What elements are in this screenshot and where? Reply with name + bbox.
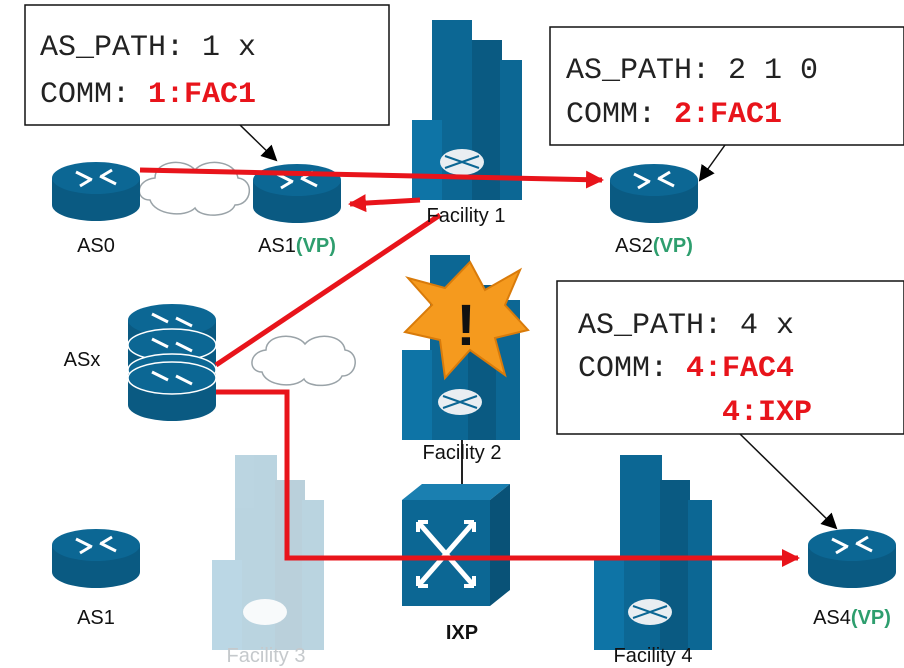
as4-label: AS4: [813, 607, 851, 629]
cloud-icon-middle: [251, 335, 356, 387]
router-as0-icon: [52, 162, 140, 221]
as2-vp-label: AS2(VP): [615, 235, 693, 257]
callout-as4-comm-value: 4:FAC4: [686, 352, 794, 386]
as1-bottom-label: AS1: [77, 607, 115, 629]
callout-as1-comm-value: 1:FAC1: [148, 78, 256, 112]
router-asx-stack-icon: [127, 304, 217, 421]
cloud-icon-top: [138, 161, 250, 216]
facility-3-label: Facility 3: [227, 645, 306, 667]
as4-vp-label: AS4(VP): [813, 607, 891, 629]
callout-box-as1: AS_PATH: 1 x COMM: 1:FAC1: [24, 4, 390, 126]
callout-as1-path: AS_PATH: 1 x: [40, 31, 256, 65]
as0-label: AS0: [77, 235, 115, 257]
svg-text:COMM: 1:FAC1: COMM: 1:FAC1: [40, 78, 256, 112]
facility-3-building-icon: [212, 455, 324, 650]
path-arrow-as0-to-as2: [139, 167, 604, 189]
router-as2-icon: [610, 164, 698, 223]
svg-text:COMM: 2:FAC1: COMM: 2:FAC1: [566, 98, 782, 132]
facility-2-label: Facility 2: [423, 442, 502, 464]
as1-vp-label: AS1(VP): [258, 235, 336, 257]
alert-explosion-icon: !: [403, 260, 530, 381]
callout-as4-pointer: [739, 433, 838, 530]
callout-as2-comm-prefix: COMM:: [566, 98, 674, 132]
callout-box-as4: AS_PATH: 4 x COMM: 4:FAC4 4:IXP: [556, 280, 904, 435]
callout-as2-path: AS_PATH: 2 1 0: [566, 54, 818, 88]
as1-vp-tag: (VP): [296, 235, 336, 257]
callout-as1-pointer: [239, 124, 278, 162]
callout-as2-pointer: [698, 144, 726, 182]
facility-1-label: Facility 1: [427, 205, 506, 227]
facility-1-building-icon: [412, 20, 522, 200]
ixp-switch-icon: [402, 484, 510, 606]
path-arrow-fac1-to-as1: [348, 194, 421, 213]
svg-text:COMM: 4:FAC4: COMM: 4:FAC4: [578, 352, 794, 386]
as2-vp-tag: (VP): [653, 235, 693, 257]
as2-label: AS2: [615, 235, 653, 257]
path-line-asx-to-fac1: [214, 212, 442, 368]
router-as1-bottom-icon: [52, 529, 140, 588]
asx-label: ASx: [64, 349, 101, 371]
alert-symbol: !: [456, 293, 475, 358]
callout-box-as2: AS_PATH: 2 1 0 COMM: 2:FAC1: [549, 26, 904, 146]
as1-label: AS1: [258, 235, 296, 257]
ixp-label: IXP: [446, 622, 478, 644]
facility-4-label: Facility 4: [614, 645, 693, 667]
as4-vp-tag: (VP): [851, 607, 891, 629]
callout-as4-comm-prefix: COMM:: [578, 352, 686, 386]
callout-as2-comm-value: 2:FAC1: [674, 98, 782, 132]
callout-as4-comm-value2: 4:IXP: [722, 396, 812, 430]
router-as4-icon: [808, 529, 896, 588]
callout-as4-path: AS_PATH: 4 x: [578, 309, 794, 343]
callout-as1-comm-prefix: COMM:: [40, 78, 148, 112]
facility-4-building-icon: [594, 455, 712, 650]
path-arrow-asx-to-as4: [216, 389, 800, 567]
